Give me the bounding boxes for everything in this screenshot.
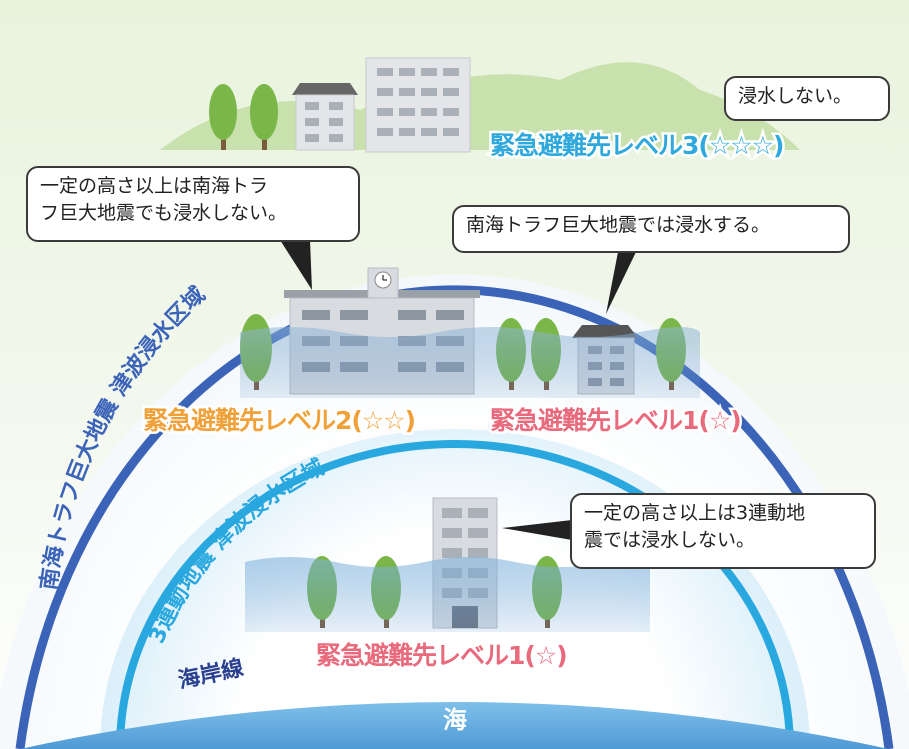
callout-tail-triple-height	[502, 520, 572, 540]
callout-nankai-height: 一定の高さ以上は南海トラ フ巨大地震でも浸水しない。	[26, 166, 360, 242]
callout-tail-nankai-height	[280, 240, 312, 290]
callout-nankai-floods-text: 南海トラフ巨大地震では浸水する。	[466, 214, 771, 236]
callout-triple-height-line1: 一定の高さ以上は3連動地	[584, 502, 806, 524]
level1-upper-label: 緊急避難先レベル1(☆)	[488, 404, 745, 438]
callout-triple-height-line2: 震では浸水しない。	[584, 529, 756, 551]
callout-triple-height: 一定の高さ以上は3連動地 震では浸水しない。	[570, 493, 876, 569]
sea	[20, 702, 889, 749]
callout-no-flood-text: 浸水しない。	[738, 85, 853, 107]
top-trees	[209, 84, 278, 150]
callout-nankai-height-line2: フ巨大地震でも浸水しない。	[40, 202, 288, 224]
callout-nankai-height-line1: 一定の高さ以上は南海トラ	[40, 175, 269, 197]
level2-label: 緊急避難先レベル2(☆☆)	[140, 404, 418, 438]
top-buildings	[292, 57, 471, 153]
nankai-flood-water	[240, 327, 700, 398]
level1-lower-label: 緊急避難先レベル1(☆)	[314, 639, 571, 673]
callout-tail-nankai-floods	[606, 252, 636, 314]
callout-nankai-floods: 南海トラフ巨大地震では浸水する。	[452, 205, 850, 253]
sea-label: 海	[443, 706, 467, 734]
triple-flood-water	[245, 557, 650, 632]
callout-no-flood: 浸水しない。	[724, 76, 890, 121]
level3-label: 緊急避難先レベル3(☆☆☆)	[487, 129, 786, 163]
triple-zone-boundary	[116, 440, 794, 749]
